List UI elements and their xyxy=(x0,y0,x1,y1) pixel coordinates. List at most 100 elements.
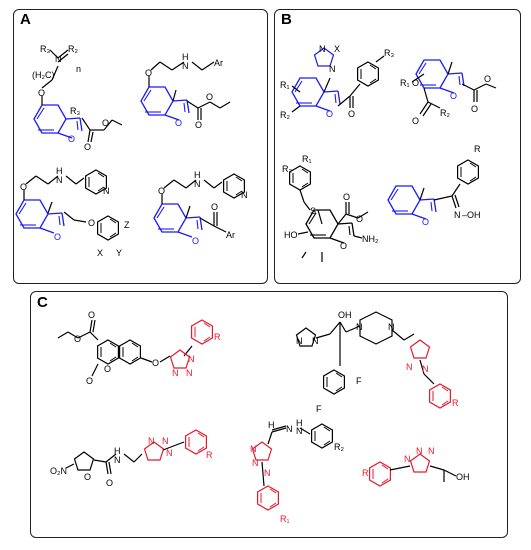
label-o-c1c: O xyxy=(86,376,93,386)
label-z-a3: Z xyxy=(124,220,130,230)
label-h-c4: H xyxy=(268,420,275,430)
label-r2-b2: R₂ xyxy=(440,108,450,118)
label-o-ring: O xyxy=(68,134,75,144)
label-n-c2d: N xyxy=(388,322,395,332)
label-o-b2c: O xyxy=(484,74,491,84)
label-f-c2b: F xyxy=(316,404,322,414)
label-n-a4: N xyxy=(194,179,201,189)
label-o-ring-a4: O xyxy=(192,236,199,246)
compound-a1-chain xyxy=(41,49,123,143)
label-oh-b4: –OH xyxy=(462,210,481,220)
label-n-c4b: N xyxy=(296,426,303,436)
label-n-a3: N xyxy=(56,175,63,185)
label-nh2-b3: NH₂ xyxy=(362,234,379,244)
label-o-ester: O xyxy=(84,142,91,152)
compound-b3-rest xyxy=(297,189,369,262)
compound-c1 xyxy=(96,339,141,365)
panel-c xyxy=(30,291,508,538)
label-n-b1b: N xyxy=(329,64,336,74)
label-o-b2d: O xyxy=(412,116,419,126)
label-o-c3a: O xyxy=(84,472,91,482)
compound-a3 xyxy=(15,199,65,234)
label-x-a3: X xyxy=(97,248,103,258)
label-o-ring-b4: O xyxy=(422,217,429,227)
compound-a2 xyxy=(140,86,190,121)
label-n-c2e: N xyxy=(406,362,413,372)
label-o-a2c: O xyxy=(206,92,213,102)
panel-b-label: B xyxy=(281,11,292,28)
compound-a4-chain xyxy=(161,179,227,233)
label-h-a2: H xyxy=(182,52,189,62)
label-r-c5: R xyxy=(362,468,369,478)
label-n-c3c: N xyxy=(162,436,169,446)
label-f-c2a: F xyxy=(356,376,362,386)
compound-c2 xyxy=(295,311,415,395)
label-h-a3: H xyxy=(56,166,63,176)
label-o-b3a: O xyxy=(343,192,350,202)
compound-b1-rest xyxy=(291,55,385,113)
label-h2c: (H₂C) xyxy=(32,70,55,80)
label-n-c3a: N xyxy=(114,455,121,465)
label-ar-a2: Ar xyxy=(214,58,223,68)
label-n-c4c: N xyxy=(250,444,257,454)
compound-a3-chain xyxy=(23,175,87,223)
label-n-c2f: N xyxy=(422,364,429,374)
label-y-a3: Y xyxy=(116,248,122,258)
label-ar-a4: Ar xyxy=(226,230,235,240)
compound-c5 xyxy=(369,453,431,487)
label-o-a3b: O xyxy=(88,218,95,228)
label-n-c5b: N xyxy=(416,446,423,456)
compound-b3 xyxy=(289,165,355,244)
label-n-c3d: N xyxy=(166,448,173,458)
label-oh-c2: OH xyxy=(338,310,352,320)
label-n: N xyxy=(55,54,62,64)
label-o-a4: O xyxy=(158,186,165,196)
label-r3-b1: R₃ xyxy=(384,48,394,58)
label-r1-c4: R₁ xyxy=(280,514,290,524)
label-o-a4b: O xyxy=(211,202,218,212)
label-r-c1: R xyxy=(214,332,221,342)
label-h-c4b: H xyxy=(296,418,303,428)
label-h-c3: H xyxy=(114,446,121,456)
label-r3: R₃ xyxy=(40,44,50,54)
label-n-b1a: N xyxy=(319,44,326,54)
label-o-ring-b1: O xyxy=(326,109,333,119)
label-o-a3: O xyxy=(20,182,27,192)
label-n-c2b: N xyxy=(312,336,319,346)
label-r2-c4: R₂ xyxy=(334,442,344,452)
label-n-c2c: N xyxy=(356,322,363,332)
label-o-c1b: O xyxy=(74,334,81,344)
label-n-b4: N xyxy=(454,210,461,220)
label-r2-b3: R₂ xyxy=(282,164,292,174)
compound-c3 xyxy=(65,451,143,475)
label-n-c4e: N xyxy=(264,468,271,478)
label-o-ring-a2: O xyxy=(175,118,182,128)
panel-a-label: A xyxy=(20,11,31,28)
label-n-c1c: N xyxy=(188,354,195,364)
label-r3b: R₃ xyxy=(70,106,80,116)
label-r-b4: R xyxy=(474,144,481,154)
label-n-a2: N xyxy=(182,61,189,71)
label-o-b3b: O xyxy=(356,214,363,224)
label-n-c4d: N xyxy=(252,458,259,468)
label-n-c3b: N xyxy=(148,436,155,446)
label-o-b2: O xyxy=(412,78,419,88)
compound-a2-chain xyxy=(148,61,231,120)
label-n-c1a: N xyxy=(172,368,179,378)
label-o-a2b: O xyxy=(195,120,202,130)
label-r1-b3: R₁ xyxy=(302,154,312,164)
label-o-a2: O xyxy=(145,68,152,78)
label-o-c1a: O xyxy=(88,310,95,320)
compound-b4 xyxy=(387,185,437,220)
label-n-pyr-a3: N xyxy=(103,186,110,196)
label-o-b2b: O xyxy=(471,104,478,114)
compound-b4-rest xyxy=(419,183,461,209)
compound-a4 xyxy=(153,203,203,238)
label-o-ester2: O xyxy=(102,118,109,128)
label-r1-b2: R₁ xyxy=(400,78,410,88)
label-o2n-c3: O₂N xyxy=(50,466,67,476)
label-n-c2a: N xyxy=(296,336,303,346)
label-o-c3b: O xyxy=(106,478,113,488)
label-n-c4a: N xyxy=(286,424,293,434)
